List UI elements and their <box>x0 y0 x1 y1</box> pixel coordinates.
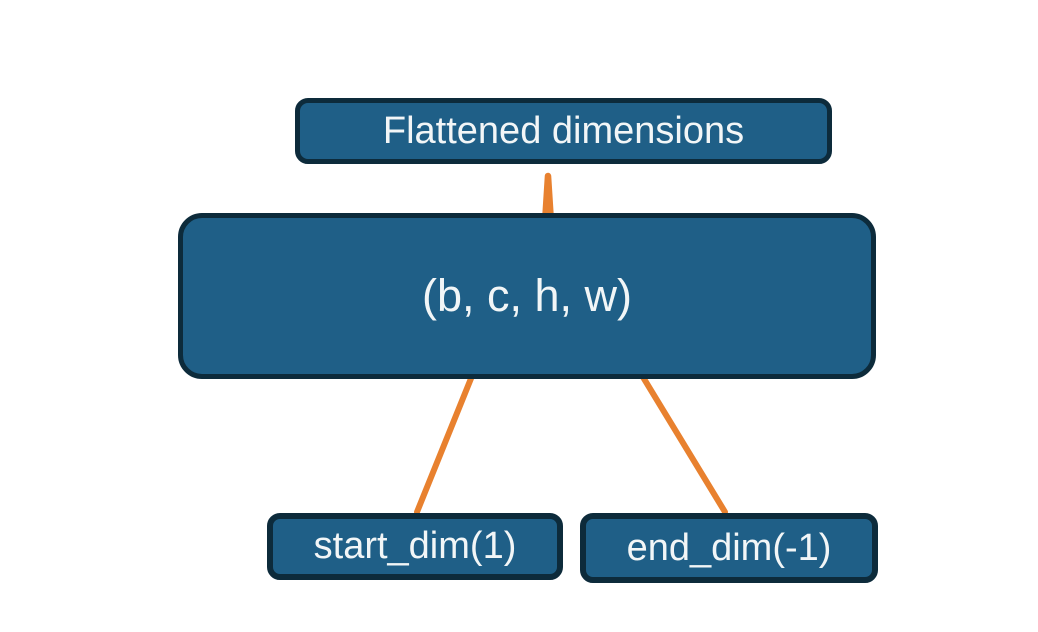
tensor-shape-label: (b, c, h, w) <box>421 270 633 321</box>
start-dim-box: start_dim(1) <box>267 513 563 580</box>
end-dim-label: end_dim(-1) <box>626 526 832 569</box>
start-dim-label: start_dim(1) <box>313 525 517 567</box>
flattened-dimensions-box: Flattened dimensions <box>295 98 832 164</box>
end-dim-box: end_dim(-1) <box>580 513 878 583</box>
flattened-dimensions-label: Flattened dimensions <box>382 109 745 152</box>
tensor-shape-box: (b, c, h, w) <box>178 213 876 379</box>
